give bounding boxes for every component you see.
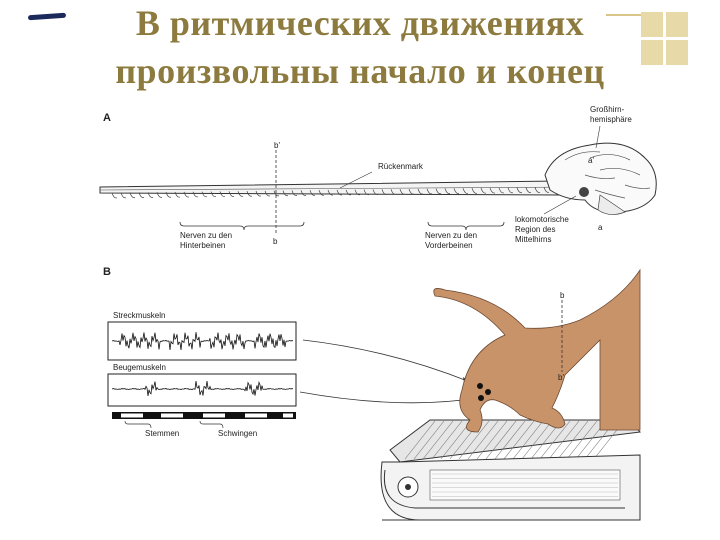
cat-illustration [433, 268, 641, 433]
corner-grid-decor [641, 12, 689, 66]
label-streck: Streckmuskeln [113, 311, 165, 320]
label-grosshirn: Großhirn-hemisphäre [590, 105, 632, 124]
brain-icon [544, 142, 657, 215]
step-phase-bar [112, 412, 296, 419]
locomotor-region-dot [579, 187, 589, 197]
label-a-prime: a' [588, 156, 594, 165]
label-b-a: b [273, 237, 278, 246]
pointer-rueckenmark [339, 171, 373, 189]
title-band [0, 0, 720, 100]
arrow-streck [302, 339, 471, 383]
pointer-lokomotor [543, 195, 577, 215]
bracket-hind [179, 221, 305, 231]
decor-rule [606, 14, 642, 16]
pointer-grosshirn [595, 125, 601, 149]
label-a: a [598, 223, 603, 232]
emg-trace-beuge [111, 380, 294, 396]
treadmill-illustration [380, 419, 641, 521]
arrow-beuge [299, 391, 479, 404]
label-stemmen: Stemmen [145, 429, 179, 438]
spinal-cord [99, 180, 586, 199]
label-schwingen: Schwingen [218, 429, 257, 438]
label-b-prime-a: b' [274, 141, 280, 150]
slide-title-line-2: произвольны начало и конец [115, 51, 605, 91]
label-b-cat: b [560, 291, 565, 300]
label-b-prime-cat: b' [558, 373, 564, 382]
panel-a-letter: A [103, 112, 111, 124]
panel-b-letter: B [103, 266, 111, 278]
bracket-fore [427, 221, 505, 231]
slide-title-line-1: В ритмических движениях [135, 3, 585, 43]
label-beuge: Beugemuskeln [113, 363, 166, 372]
label-rueckenmark: Rückenmark [378, 162, 424, 171]
emg-trace-streck [111, 332, 294, 350]
